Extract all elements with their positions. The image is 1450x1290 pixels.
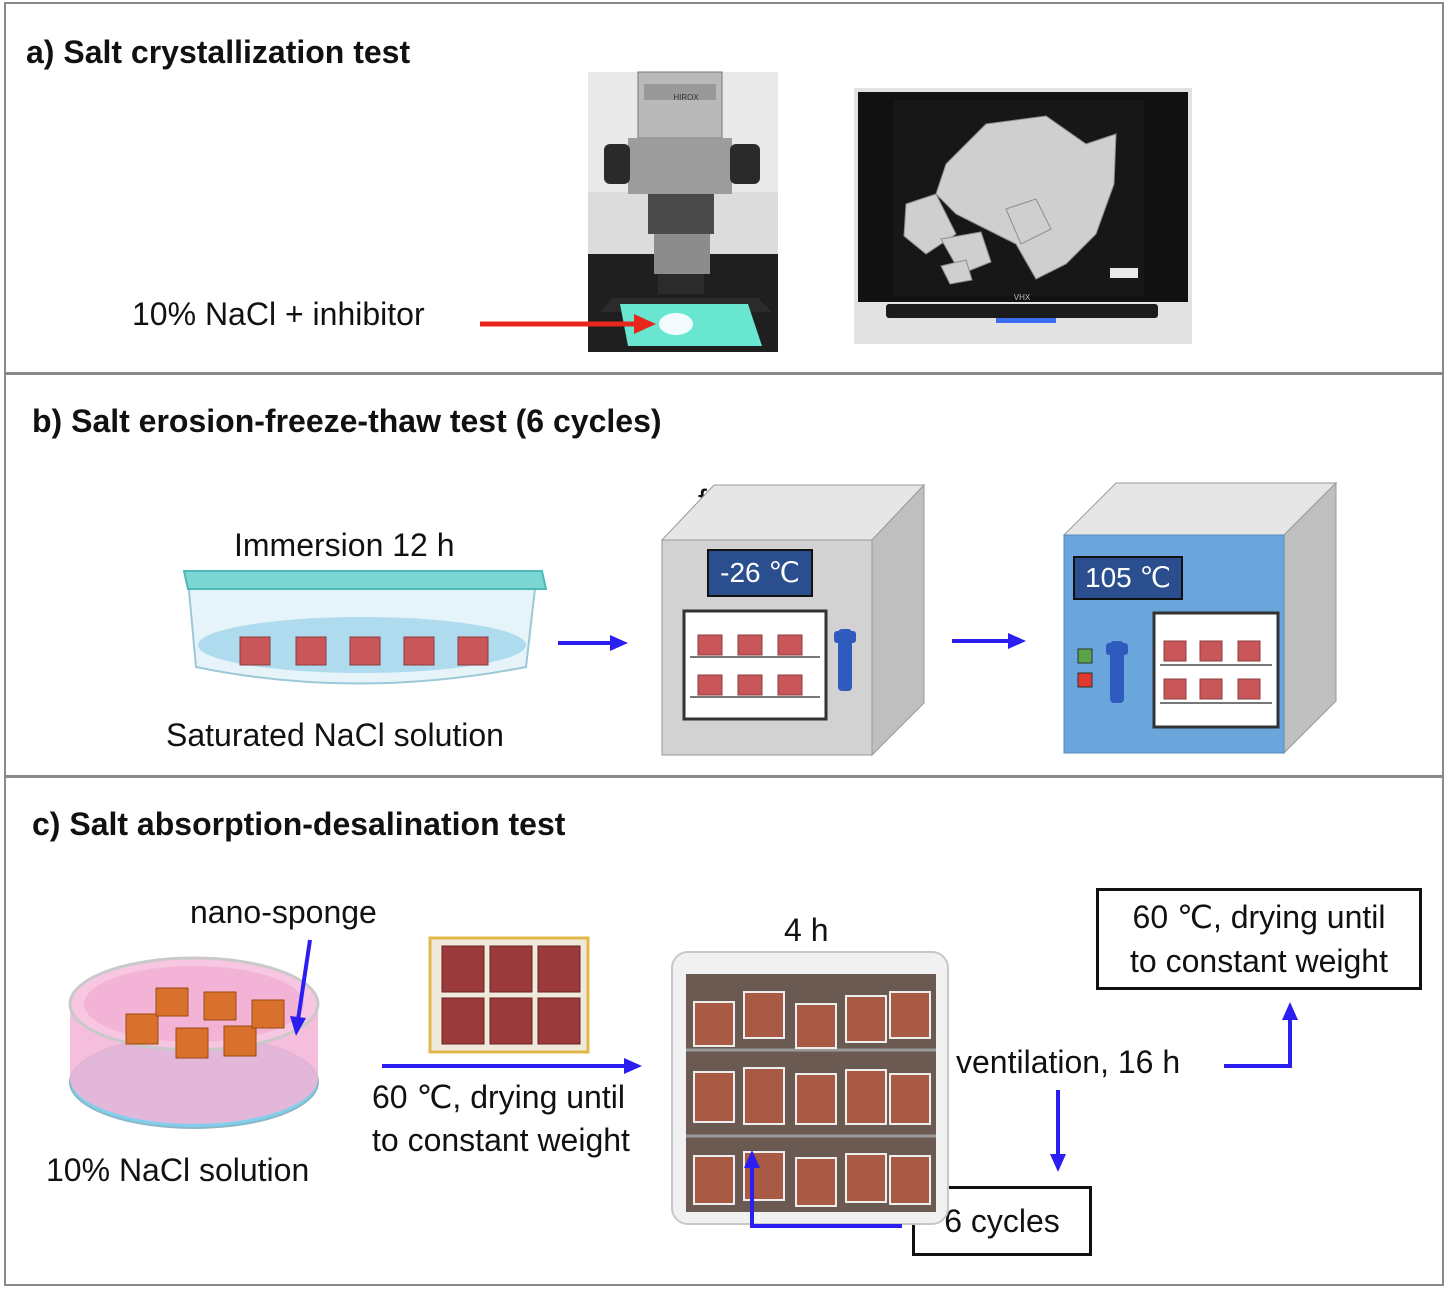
freezer-display	[707, 549, 813, 597]
microscope-brand-text: HIROX	[673, 93, 699, 102]
panel-b-graphics: -26 ℃ 105 ℃	[182, 481, 1338, 757]
panel-a-title: a) Salt crystallization test	[26, 34, 411, 70]
red-arrow	[480, 314, 656, 334]
flow-arrow-2	[952, 633, 1026, 649]
cycle-return-arrow	[744, 1150, 902, 1228]
immersion-tray	[182, 570, 548, 685]
panel-c-graphics	[68, 936, 1298, 1228]
saturated-solution-label: Saturated NaCl solution	[166, 717, 504, 753]
monitor: VHX	[854, 88, 1192, 344]
flow-arrow-1	[558, 635, 628, 651]
drying-line-2: to constant weight	[372, 1122, 630, 1158]
oven-display	[1073, 556, 1183, 600]
oven-temp: 105 ℃	[1085, 562, 1171, 593]
monitor-brand-text: VHX	[1014, 293, 1031, 302]
final-drying-box: 60 ℃, drying until to constant weight	[1096, 888, 1422, 990]
chamber	[671, 951, 949, 1225]
drying-arrow	[382, 1058, 642, 1074]
salt-crystal-image	[903, 115, 1117, 285]
nano-sponge-label: nano-sponge	[190, 894, 377, 930]
freezer: -26 ℃	[660, 483, 926, 757]
cycles-box: 6 cycles	[912, 1186, 1092, 1256]
panel-b-title: b) Salt erosion-freeze-thaw test (6 cycl…	[32, 403, 662, 439]
final-drying-line-1: 60 ℃, drying until	[1132, 899, 1386, 935]
drying-line-1: 60 ℃, drying until	[372, 1079, 625, 1115]
panel-c-title: c) Salt absorption-desalination test	[32, 806, 566, 842]
oven: 105 ℃	[1062, 481, 1338, 755]
samples-photo	[428, 936, 590, 1054]
nano-sponge-pointer	[290, 939, 312, 1036]
salt-droplet	[659, 313, 693, 335]
panel-c: c) Salt absorption-desalination test nan…	[4, 776, 1444, 1286]
final-drying-line-2: to constant weight	[1130, 943, 1388, 979]
panel-a-graphics: HIROX VHX	[480, 71, 1192, 352]
sample-label: 10% NaCl + inhibitor	[132, 296, 425, 332]
panel-a: a) Salt crystallization test 10% NaCl + …	[4, 2, 1444, 374]
microscope-photo: HIROX	[588, 71, 778, 352]
immersion-label: Immersion 12 h	[234, 527, 455, 563]
final-drying-arrow	[1224, 1002, 1298, 1068]
nacl-solution-label: 10% NaCl solution	[46, 1152, 310, 1188]
panel-b: b) Salt erosion-freeze-thaw test (6 cycl…	[4, 373, 1444, 777]
ventilation-label: ventilation, 16 h	[956, 1044, 1181, 1080]
freezer-temp: -26 ℃	[720, 557, 800, 588]
petri-dish	[68, 956, 320, 1129]
chamber-time: 4 h	[784, 912, 829, 948]
ventilation-down-arrow	[1050, 1090, 1066, 1172]
